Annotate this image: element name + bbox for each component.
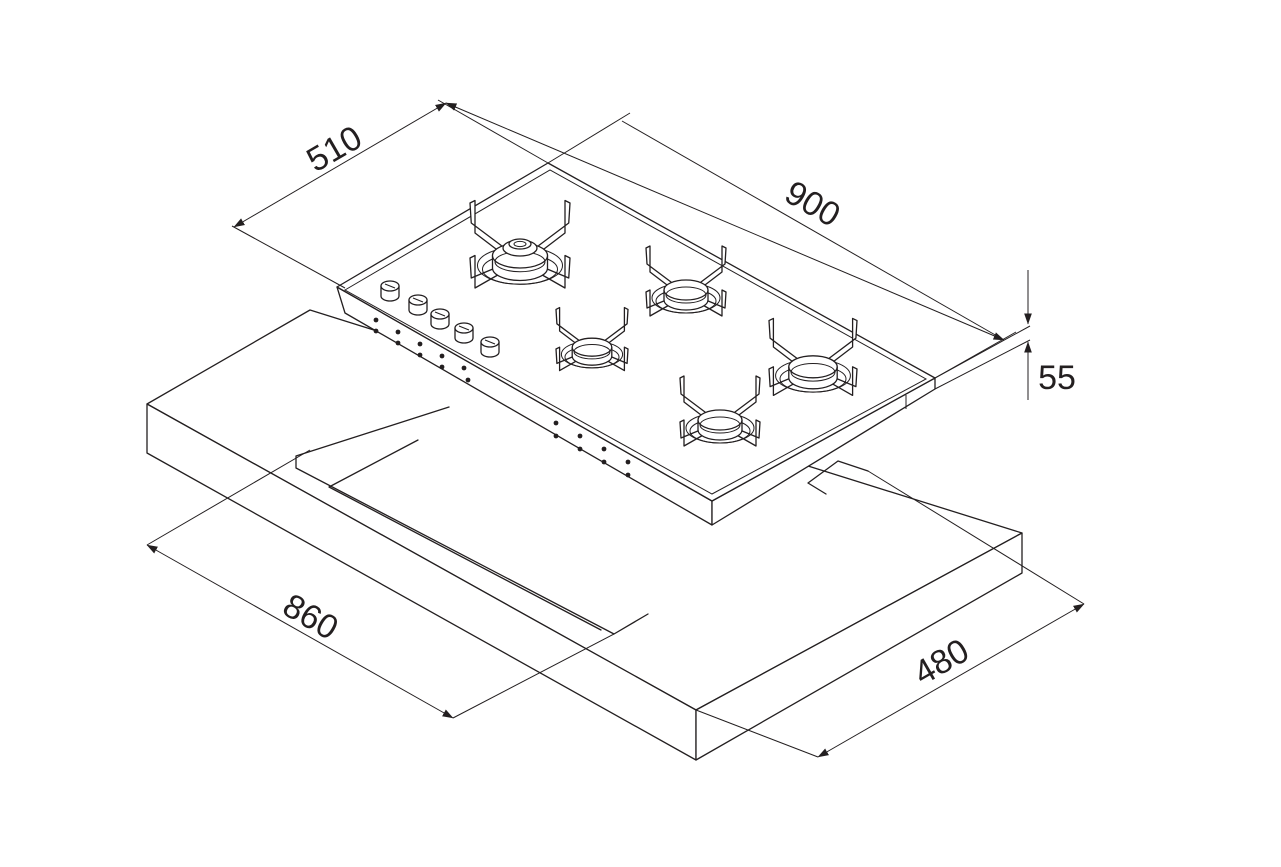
- dim-line-900: [445, 102, 1005, 341]
- vent-hole: [417, 341, 423, 347]
- vent-hole: [577, 446, 583, 452]
- vent-hole: [577, 433, 583, 439]
- vent-hole: [461, 365, 467, 371]
- control-knob: [380, 280, 400, 302]
- dim-label-510: 510: [300, 118, 368, 179]
- vent-hole: [439, 353, 445, 359]
- dimension-lines: [146, 99, 1085, 758]
- vent-hole: [625, 459, 631, 465]
- control-knob: [480, 336, 500, 358]
- vent-hole: [465, 377, 471, 383]
- vent-hole: [395, 329, 401, 335]
- control-knob: [454, 322, 474, 344]
- vent-hole: [395, 340, 401, 346]
- vent-hole: [373, 317, 379, 323]
- dim-label-900: 900: [778, 173, 846, 234]
- vent-hole: [601, 446, 607, 452]
- vent-holes: [373, 317, 631, 478]
- vent-hole: [553, 420, 559, 426]
- dim-line-860: [146, 544, 454, 719]
- control-knob: [430, 308, 450, 330]
- dim-line-510: [233, 102, 447, 228]
- dim-label-480: 480: [907, 631, 975, 692]
- burner: [679, 375, 761, 447]
- dim-line-480: [817, 603, 1085, 758]
- vent-hole: [553, 433, 559, 439]
- cutout-outline: [295, 406, 869, 635]
- vent-hole: [439, 364, 445, 370]
- vent-hole: [373, 328, 379, 334]
- dim-label-860: 860: [276, 586, 344, 647]
- dim-label-55: 55: [1038, 359, 1076, 397]
- control-knob: [408, 294, 428, 316]
- vent-hole: [625, 472, 631, 478]
- vent-hole: [417, 352, 423, 358]
- vent-hole: [601, 459, 607, 465]
